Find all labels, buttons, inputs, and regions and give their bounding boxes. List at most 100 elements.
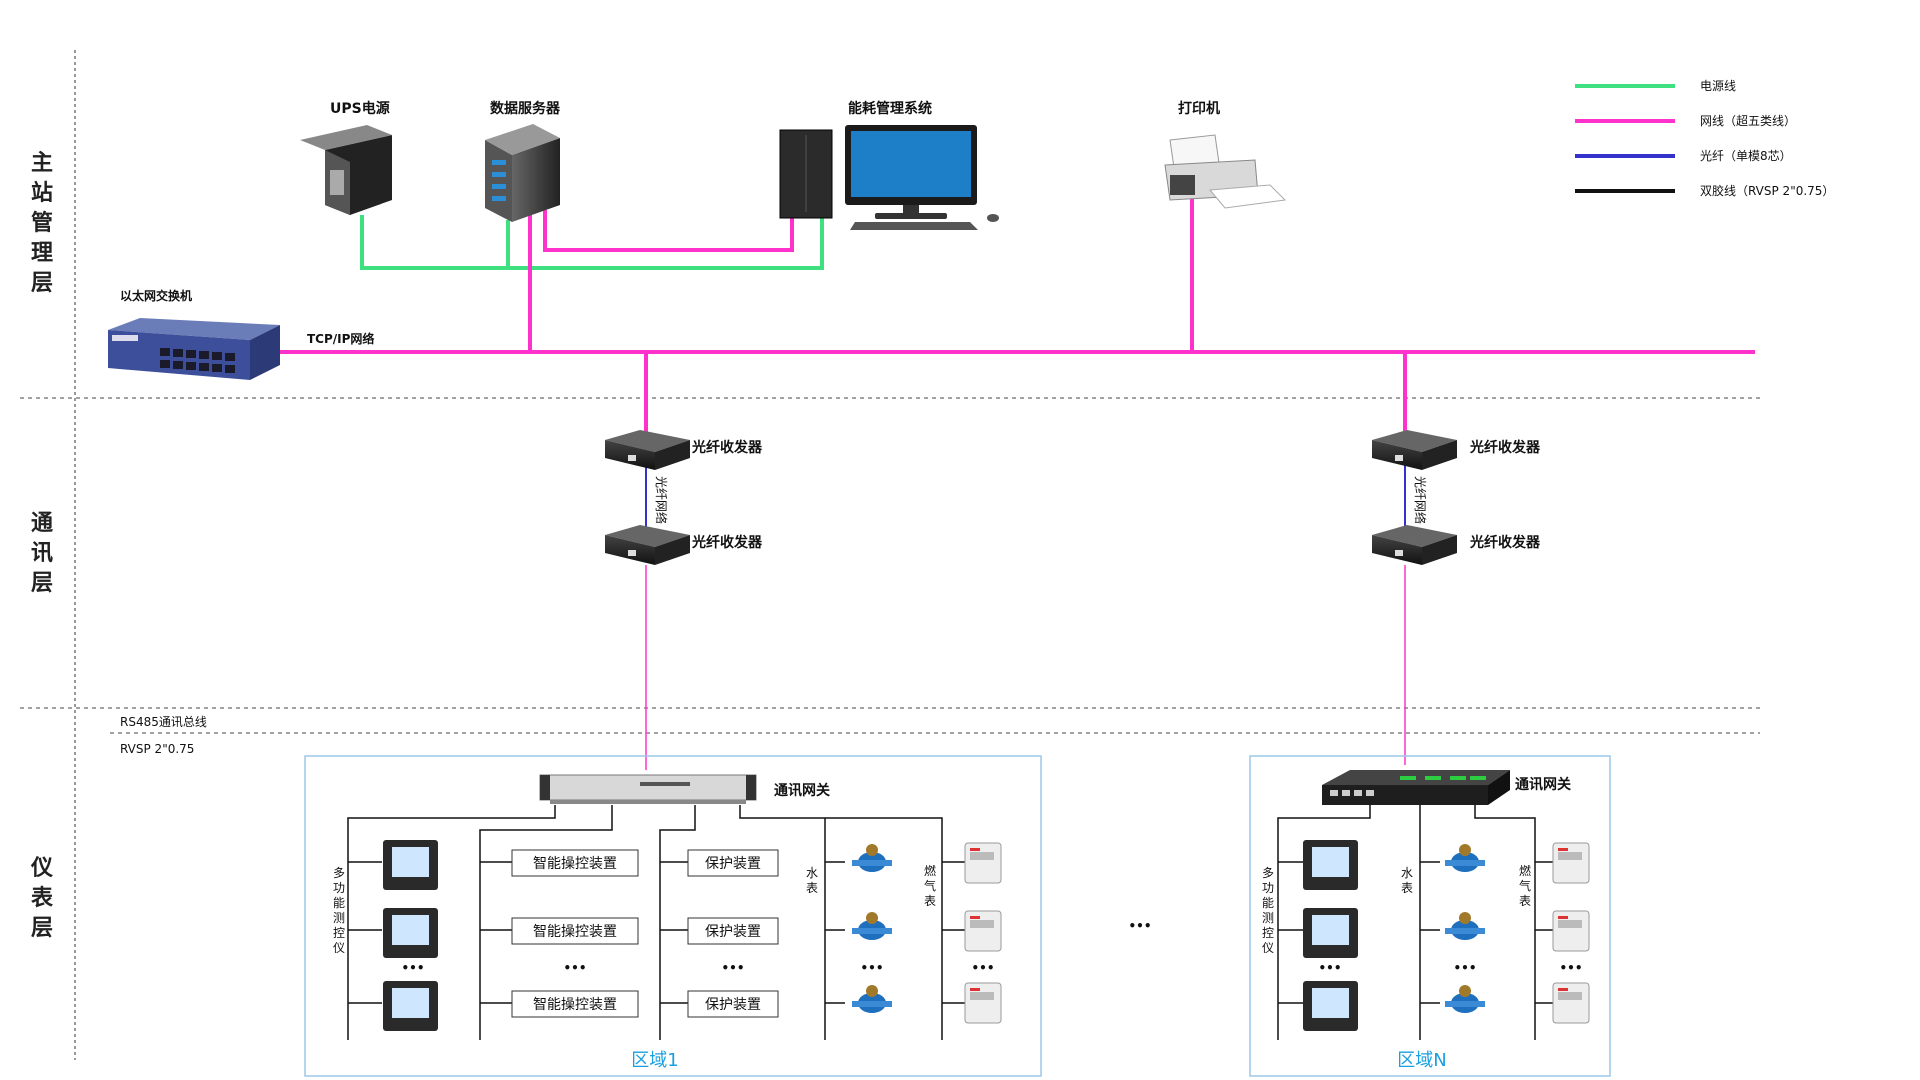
- gas-meter-icon: [964, 910, 1002, 952]
- gateway-uplinks: [645, 565, 1406, 770]
- svg-text:仪: 仪: [30, 856, 54, 881]
- ellipsis: •••: [1559, 961, 1582, 975]
- printer-label: 打印机: [1178, 100, 1220, 117]
- fiber-tx-label-1a: 光纤收发器: [691, 439, 763, 456]
- fiber-net-label-n: 光纤网络: [1413, 476, 1428, 524]
- server-icon: [485, 124, 560, 222]
- svg-text:表: 表: [1519, 894, 1531, 908]
- zone-1-name: 区域1: [631, 1050, 678, 1071]
- svg-text:主: 主: [31, 151, 53, 176]
- zone-1-box: [304, 755, 1042, 1077]
- gateway-label-1: 通讯网关: [774, 782, 830, 799]
- svg-text:表: 表: [31, 886, 54, 911]
- svg-text:控: 控: [333, 926, 345, 940]
- legend: 电源线 网线（超五类线） 光纤（单模8芯） 双胶线（RVSP 2"0.75）: [1575, 79, 1834, 198]
- layer-label-meter: 仪 表 层: [30, 856, 54, 941]
- svg-text:气: 气: [924, 878, 936, 893]
- protection-box: [687, 917, 779, 945]
- svg-text:层: 层: [31, 271, 53, 296]
- gas-meter-icon: [964, 982, 1002, 1024]
- svg-text:层: 层: [31, 916, 53, 941]
- ellipsis: •••: [401, 961, 424, 975]
- protection-label: 保护装置: [705, 924, 761, 940]
- zone-n-box: [1249, 755, 1611, 1077]
- water-meter-icon: [852, 912, 892, 940]
- svg-text:站: 站: [31, 181, 53, 206]
- ellipsis: •••: [1318, 961, 1341, 975]
- gateway-icon: [1322, 770, 1510, 805]
- smart-control-label: 智能操控装置: [533, 924, 617, 940]
- multifunction-meter-icon: [383, 840, 438, 890]
- smart-control-label: 智能操控装置: [533, 856, 617, 872]
- energy-label: 能耗管理系统: [848, 100, 932, 117]
- fiber-transceiver-icon: [605, 525, 690, 565]
- fiber-transceiver-icon: [1372, 525, 1457, 565]
- svg-text:网线（超五类线）: 网线（超五类线）: [1700, 113, 1796, 128]
- svg-text:表: 表: [924, 894, 936, 908]
- ellipsis: •••: [721, 961, 744, 975]
- ups-label: UPS电源: [330, 100, 390, 117]
- water-meter-icon: [852, 985, 892, 1013]
- ellipsis: •••: [563, 961, 586, 975]
- network-lines: [280, 195, 1755, 435]
- ellipsis: •••: [1453, 961, 1476, 975]
- svg-text:能: 能: [1262, 896, 1274, 910]
- gateway-icon: [539, 774, 757, 804]
- protection-box: [687, 990, 779, 1018]
- multifunction-meter-icon: [1303, 981, 1358, 1031]
- water-meter-icon: [852, 844, 892, 872]
- protection-label: 保护装置: [705, 856, 761, 872]
- water-meter-label: 水 表: [1401, 866, 1413, 895]
- svg-text:水: 水: [1401, 866, 1413, 880]
- rvsp-label: RVSP 2"0.75: [120, 742, 194, 756]
- energy-system-icon: [779, 125, 999, 230]
- fiber-transceiver-icon: [605, 430, 690, 470]
- svg-text:层: 层: [31, 571, 53, 596]
- svg-text:表: 表: [806, 881, 818, 895]
- svg-text:功: 功: [333, 881, 345, 895]
- smart-control-box: [511, 917, 639, 945]
- multifunction-meter-icon: [383, 908, 438, 958]
- gas-meter-icon: [1552, 982, 1590, 1024]
- multifunction-meter-icon: [1303, 840, 1358, 890]
- fiber-tx-label-na: 光纤收发器: [1469, 439, 1541, 456]
- multifunction-meter-icon: [1303, 908, 1358, 958]
- switch-label: 以太网交换机: [120, 288, 192, 303]
- smart-control-box: [511, 849, 639, 877]
- svg-text:气: 气: [1519, 878, 1531, 893]
- tcpip-label: TCP/IP网络: [307, 331, 374, 346]
- svg-text:多: 多: [333, 866, 345, 880]
- smart-control-label: 智能操控装置: [533, 997, 617, 1013]
- zone-1-bus: [347, 805, 965, 1040]
- layer-label-comm: 通 讯 层: [31, 511, 53, 596]
- svg-text:燃: 燃: [924, 863, 936, 878]
- water-meter-label: 水 表: [806, 866, 818, 895]
- fiber-tx-label-nb: 光纤收发器: [1469, 534, 1541, 551]
- fiber-lines: [645, 465, 1406, 528]
- svg-text:讯: 讯: [31, 541, 53, 566]
- svg-text:双胶线（RVSP 2"0.75）: 双胶线（RVSP 2"0.75）: [1700, 183, 1834, 198]
- svg-text:电源线: 电源线: [1700, 79, 1736, 93]
- printer-icon: [1164, 134, 1287, 209]
- zones-ellipsis: •••: [1128, 919, 1151, 933]
- multifunction-meter-icon: [383, 981, 438, 1031]
- svg-text:能: 能: [333, 896, 345, 910]
- gas-meter-icon: [1552, 842, 1590, 884]
- svg-text:水: 水: [806, 866, 818, 880]
- server-label: 数据服务器: [490, 100, 561, 117]
- fiber-net-label-1: 光纤网络: [654, 476, 669, 524]
- svg-text:仪: 仪: [1262, 941, 1274, 955]
- svg-text:管: 管: [31, 210, 53, 236]
- svg-text:测: 测: [1262, 911, 1274, 925]
- ups-icon: [300, 125, 392, 215]
- water-meter-icon: [1445, 912, 1485, 940]
- svg-text:多: 多: [1262, 866, 1274, 880]
- rs485-label: RS485通讯总线: [120, 715, 207, 729]
- gas-meter-icon: [964, 842, 1002, 884]
- gas-meter-label: 燃 气 表: [924, 863, 936, 908]
- smart-control-box: [511, 990, 639, 1018]
- power-lines: [360, 215, 824, 270]
- protection-box: [687, 849, 779, 877]
- protection-label: 保护装置: [705, 997, 761, 1013]
